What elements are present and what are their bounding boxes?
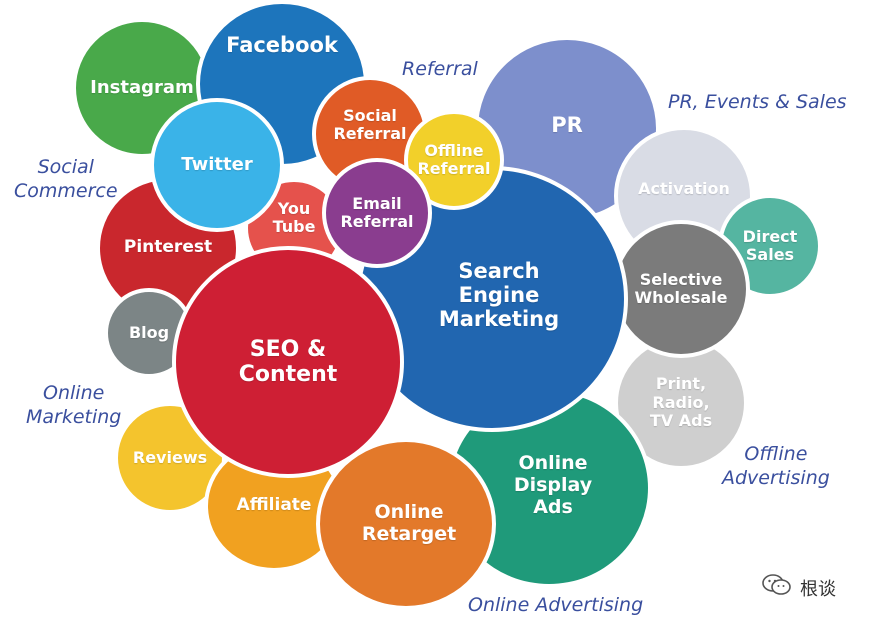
affiliate-label: Affiliate [236, 495, 312, 516]
search-engine-marketing-label: Search Engine Marketing [438, 258, 560, 332]
twitter-bubble: Twitter [150, 98, 284, 232]
offline-referral-label: Offline Referral [417, 140, 491, 178]
youtube-label: You Tube [272, 198, 316, 236]
category-pr-events-sales: PR, Events & Sales [668, 91, 847, 113]
online-retarget-bubble: Online Retarget [316, 438, 496, 610]
instagram-bubble: Instagram [72, 18, 212, 158]
category-offline-advertising: Offline Advertising [722, 443, 830, 489]
offline-referral-bubble: Offline Referral [404, 110, 504, 210]
selective-wholesale-bubble: Selective Wholesale [612, 220, 750, 358]
category-online-marketing: Online Marketing [26, 382, 122, 428]
online-display-ads-label: Online Display Ads [513, 452, 593, 518]
email-referral-label: Email Referral [340, 193, 414, 231]
activation-label: Activation [638, 178, 730, 198]
category-social-commerce: Social Commerce [14, 156, 118, 202]
email-referral-bubble: Email Referral [322, 158, 432, 268]
pr-label: PR [551, 112, 583, 137]
watermark-text: 根谈 [800, 578, 836, 600]
seo-content-label: SEO & Content [238, 336, 338, 387]
category-online-advertising: Online Advertising [468, 594, 644, 616]
twitter-label: Twitter [181, 153, 253, 175]
seo-content-bubble: SEO & Content [172, 246, 404, 478]
facebook-label: Facebook [226, 32, 338, 57]
watermark: 根谈 [762, 574, 836, 601]
blog-label: Blog [128, 322, 170, 342]
print-radio-tv-label: Print, Radio, TV Ads [649, 374, 713, 431]
pinterest-label: Pinterest [123, 237, 213, 258]
reviews-label: Reviews [132, 447, 208, 467]
wechat-icon [762, 574, 792, 601]
selective-wholesale-label: Selective Wholesale [634, 269, 728, 307]
direct-sales-label: Direct Sales [742, 226, 798, 264]
social-referral-label: Social Referral [333, 105, 407, 143]
online-retarget-label: Online Retarget [361, 501, 457, 545]
instagram-label: Instagram [90, 76, 194, 98]
category-referral: Referral [402, 58, 478, 80]
